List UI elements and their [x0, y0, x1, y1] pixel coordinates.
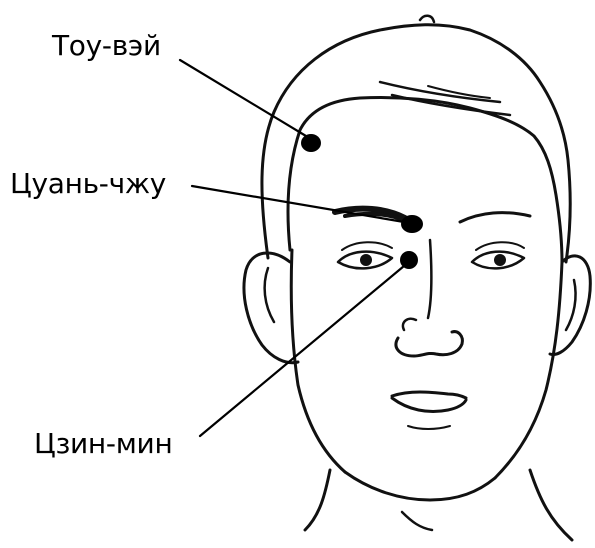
neck-center	[402, 512, 432, 530]
leader-line-jingming	[200, 266, 404, 436]
left-eyelid	[342, 242, 392, 250]
hairline	[288, 97, 562, 262]
nostril	[403, 319, 416, 330]
hair-tuft	[420, 16, 434, 22]
face-left-contour	[291, 250, 345, 472]
leader-line-touwei	[180, 60, 306, 136]
nose-bridge	[428, 240, 431, 318]
leader-line-cuanzhu	[192, 186, 404, 222]
mouth-under	[408, 426, 450, 429]
acupoint-label-jingming: Цзин-мин	[34, 430, 172, 458]
acupoint-marker-touwei	[301, 134, 321, 152]
left-ear-inner	[265, 268, 274, 322]
right-pupil	[494, 254, 506, 266]
acupoint-marker-cuanzhu	[401, 215, 423, 233]
jaw	[345, 472, 495, 500]
acupoint-label-touwei: Тоу-вэй	[52, 32, 161, 60]
neck-left	[305, 470, 330, 530]
right-ear-inner	[566, 280, 576, 330]
left-ear	[244, 253, 298, 363]
right-eyelid	[476, 242, 524, 250]
mouth-lower	[392, 398, 466, 412]
left-pupil	[360, 254, 372, 266]
face-right-contour	[495, 262, 562, 478]
nose-base	[396, 332, 462, 356]
mouth-upper	[392, 392, 466, 398]
neck-right	[530, 470, 572, 540]
acupoint-label-cuanzhu: Цуань-чжу	[10, 170, 166, 198]
right-eyebrow	[460, 213, 530, 222]
